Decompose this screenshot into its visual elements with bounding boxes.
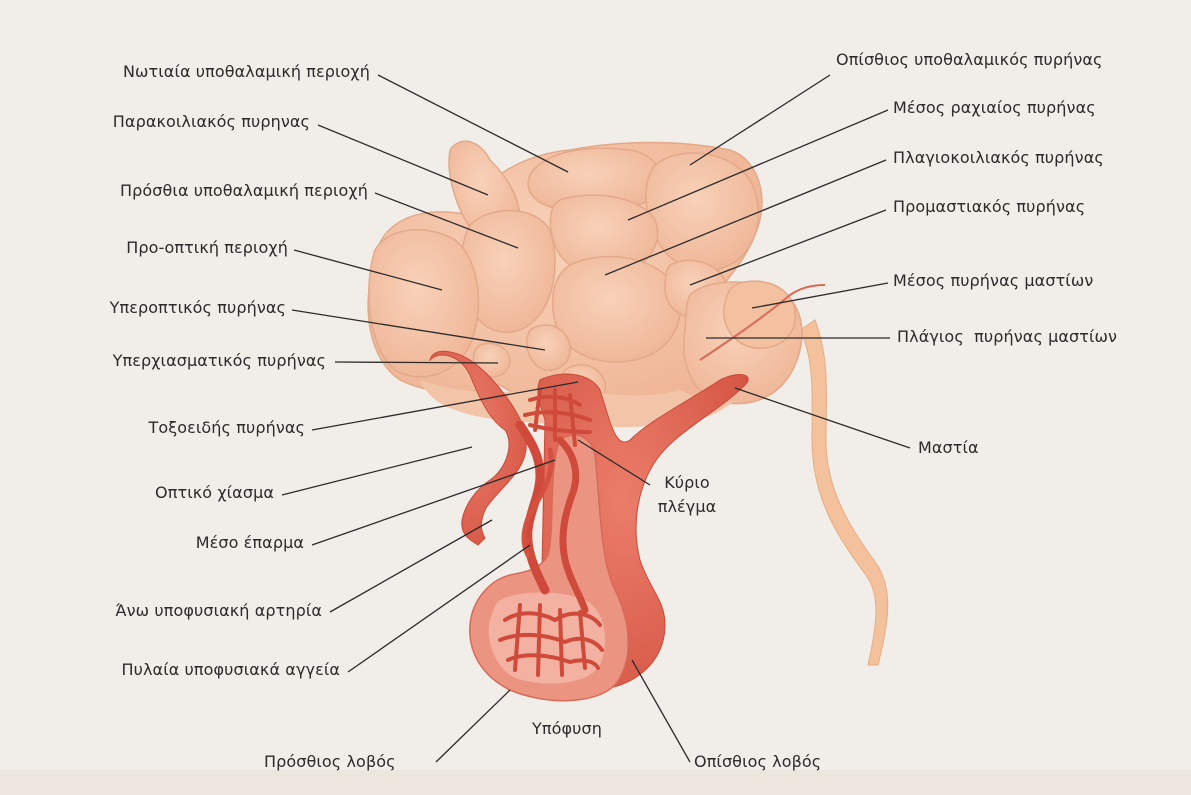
label-premammillary-nucleus: Προμαστιακός πυρήνας — [893, 197, 1085, 217]
label-ventromedial-nucleus: Πλαγιοκοιλιακός πυρήνας — [893, 148, 1104, 168]
label-superior-hypophyseal-artery: Άνω υποφυσιακή αρτηρία — [30, 601, 322, 621]
label-lateral-mammillary-nucleus: Πλάγιος πυρήνας μαστίων — [897, 327, 1117, 347]
label-paraventricular-nucleus: Παρακοιλιακός πυρηνας — [30, 112, 310, 132]
label-preoptic-area: Προ-οπτική περιοχή — [30, 238, 288, 258]
leader-optic-chiasm — [282, 447, 472, 495]
label-arcuate-nucleus: Τοξοειδής πυρήνας — [30, 418, 305, 438]
label-pituitary: Υπόφυση — [532, 719, 602, 739]
label-mammillary-body: Μαστία — [918, 438, 979, 458]
label-anterior-lobe: Πρόσθιος λοβός — [264, 752, 396, 772]
preoptic-area-shape — [369, 230, 479, 377]
label-medial-mammillary-nucleus: Μέσος πυρήνας μαστίων — [893, 271, 1093, 291]
label-dorsomedial-nucleus: Μέσος ραχιαίος πυρήνας — [893, 98, 1096, 118]
label-posterior-hypothalamic-nucleus: Οπίσθιος υποθαλαμικός πυρήνας — [836, 50, 1103, 70]
leader-posterior-lobe — [632, 660, 690, 762]
leader-posterior-hypothalamic — [690, 75, 830, 165]
ventromedial-shape — [553, 257, 681, 362]
label-dorsal-hypothalamic-area: Νωτιαία υποθαλαμική περιοχή — [30, 62, 370, 82]
page-bottom-shade — [0, 770, 1191, 795]
mammillary-tract — [800, 320, 888, 665]
label-median-eminence: Μέσο έπαρμα — [30, 533, 304, 553]
leader-superior-artery — [330, 520, 492, 612]
leader-anterior-lobe — [436, 690, 510, 762]
label-supraoptic-nucleus: Υπεροπτικός πυρήνας — [30, 298, 286, 318]
label-primary-plexus-line1: Κύριο — [652, 473, 722, 493]
leader-median-eminence — [312, 460, 555, 545]
label-anterior-hypothalamic-area: Πρόσθια υποθαλαμική περιοχή — [30, 181, 368, 201]
label-hypophyseal-portal-vessels: Πυλαία υποφυσιακά αγγεία — [30, 660, 340, 680]
label-posterior-lobe: Οπίσθιος λοβός — [694, 752, 821, 772]
label-optic-chiasm: Οπτικό χίασμα — [30, 483, 274, 503]
label-suprachiasmatic-nucleus: Υπερχιασματικός πυρήνας — [30, 351, 326, 371]
label-primary-plexus-line2: πλέγμα — [652, 497, 722, 517]
